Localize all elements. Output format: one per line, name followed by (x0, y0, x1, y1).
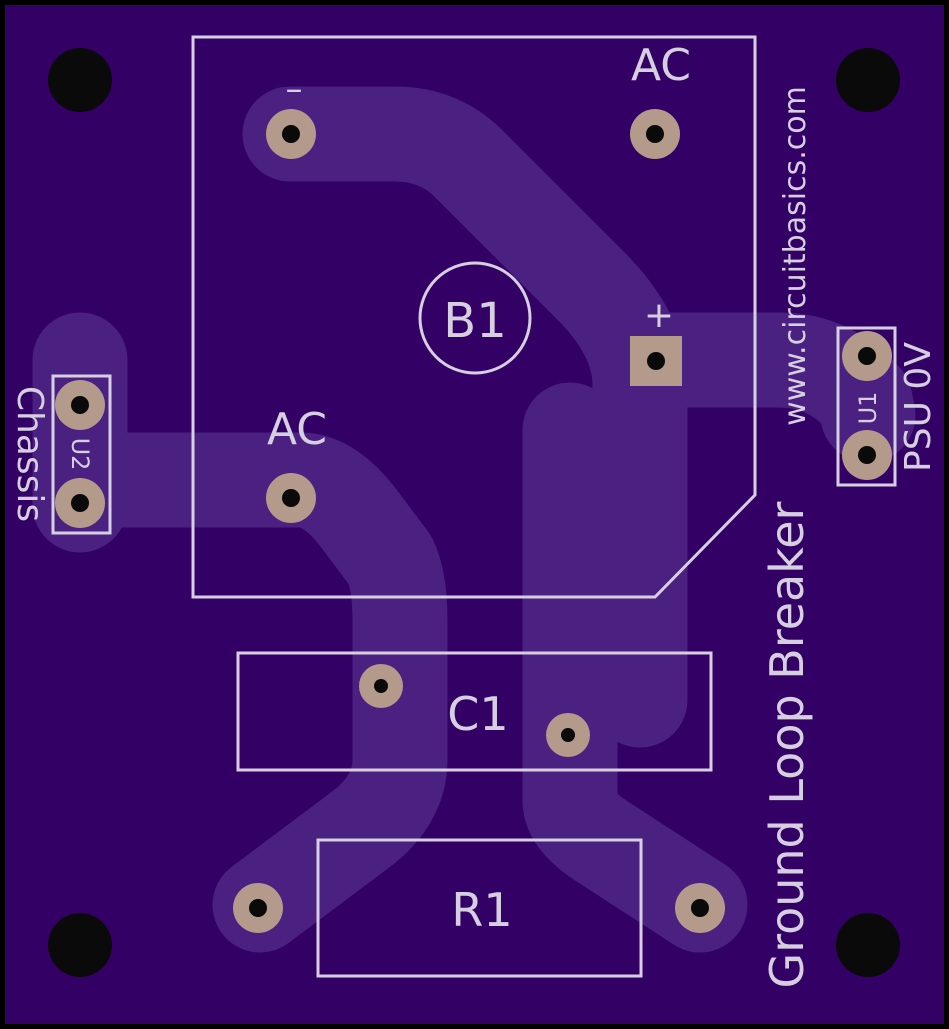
b1-label: B1 (443, 293, 506, 349)
mount-hole-top-right (836, 48, 900, 112)
b1-outline (191, 35, 757, 599)
b1-label-ring (418, 261, 532, 375)
u2-pad-1-drill (71, 396, 89, 414)
r1-outline (316, 838, 643, 978)
b1-pad-ac-top-drill (646, 125, 664, 143)
mount-hole-bottom-right (836, 913, 900, 977)
website-label: www.circuitbasics.com (778, 86, 813, 426)
r1-pad-1-drill (249, 899, 267, 917)
mount-hole-bottom-left (48, 913, 112, 977)
mount-hole-top-left (48, 48, 112, 112)
u2-outline (51, 374, 112, 535)
b1-ac-left-label: AC (267, 404, 327, 455)
board-title: Ground Loop Breaker (760, 501, 814, 988)
u1-label: U1 (854, 392, 882, 425)
c1-outline (236, 651, 713, 772)
u1-pad-2-drill (858, 446, 876, 464)
u2-label: U2 (66, 438, 94, 471)
r1-label: R1 (451, 883, 512, 937)
psu-label: PSU 0V (898, 342, 939, 472)
b1-pad-ac-left-drill (282, 489, 300, 507)
u1-outline (836, 326, 897, 487)
b1-pad-minus-drill (282, 125, 300, 143)
u1-pad-1-drill (858, 347, 876, 365)
chassis-label: Chassis (9, 386, 50, 522)
b1-minus-label: – (286, 69, 303, 109)
c1-label: C1 (447, 687, 508, 741)
u2-pad-2-drill (71, 494, 89, 512)
c1-pad-2-drill (561, 728, 575, 742)
b1-pad-plus-drill (647, 352, 665, 370)
b1-plus-label: + (644, 295, 674, 336)
trace-plus-u1 (607, 312, 916, 463)
c1-pad-1-drill (374, 679, 388, 693)
r1-pad-2-drill (691, 899, 709, 917)
b1-ac-top-label: AC (631, 40, 691, 91)
